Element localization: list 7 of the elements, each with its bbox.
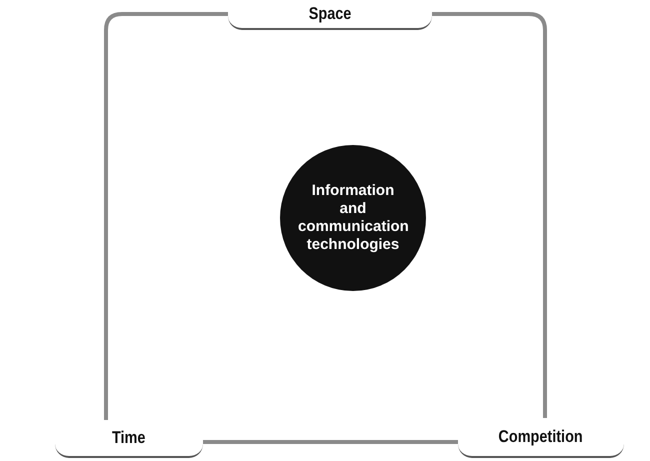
- node-label: Competition: [498, 427, 584, 447]
- node-label: Space: [308, 4, 352, 24]
- connector-line: [432, 12, 547, 418]
- connector-line: [203, 440, 458, 444]
- node-label: Time: [112, 428, 146, 448]
- connector-line: [104, 12, 228, 420]
- circle-label: Information and communication technologies: [298, 182, 408, 254]
